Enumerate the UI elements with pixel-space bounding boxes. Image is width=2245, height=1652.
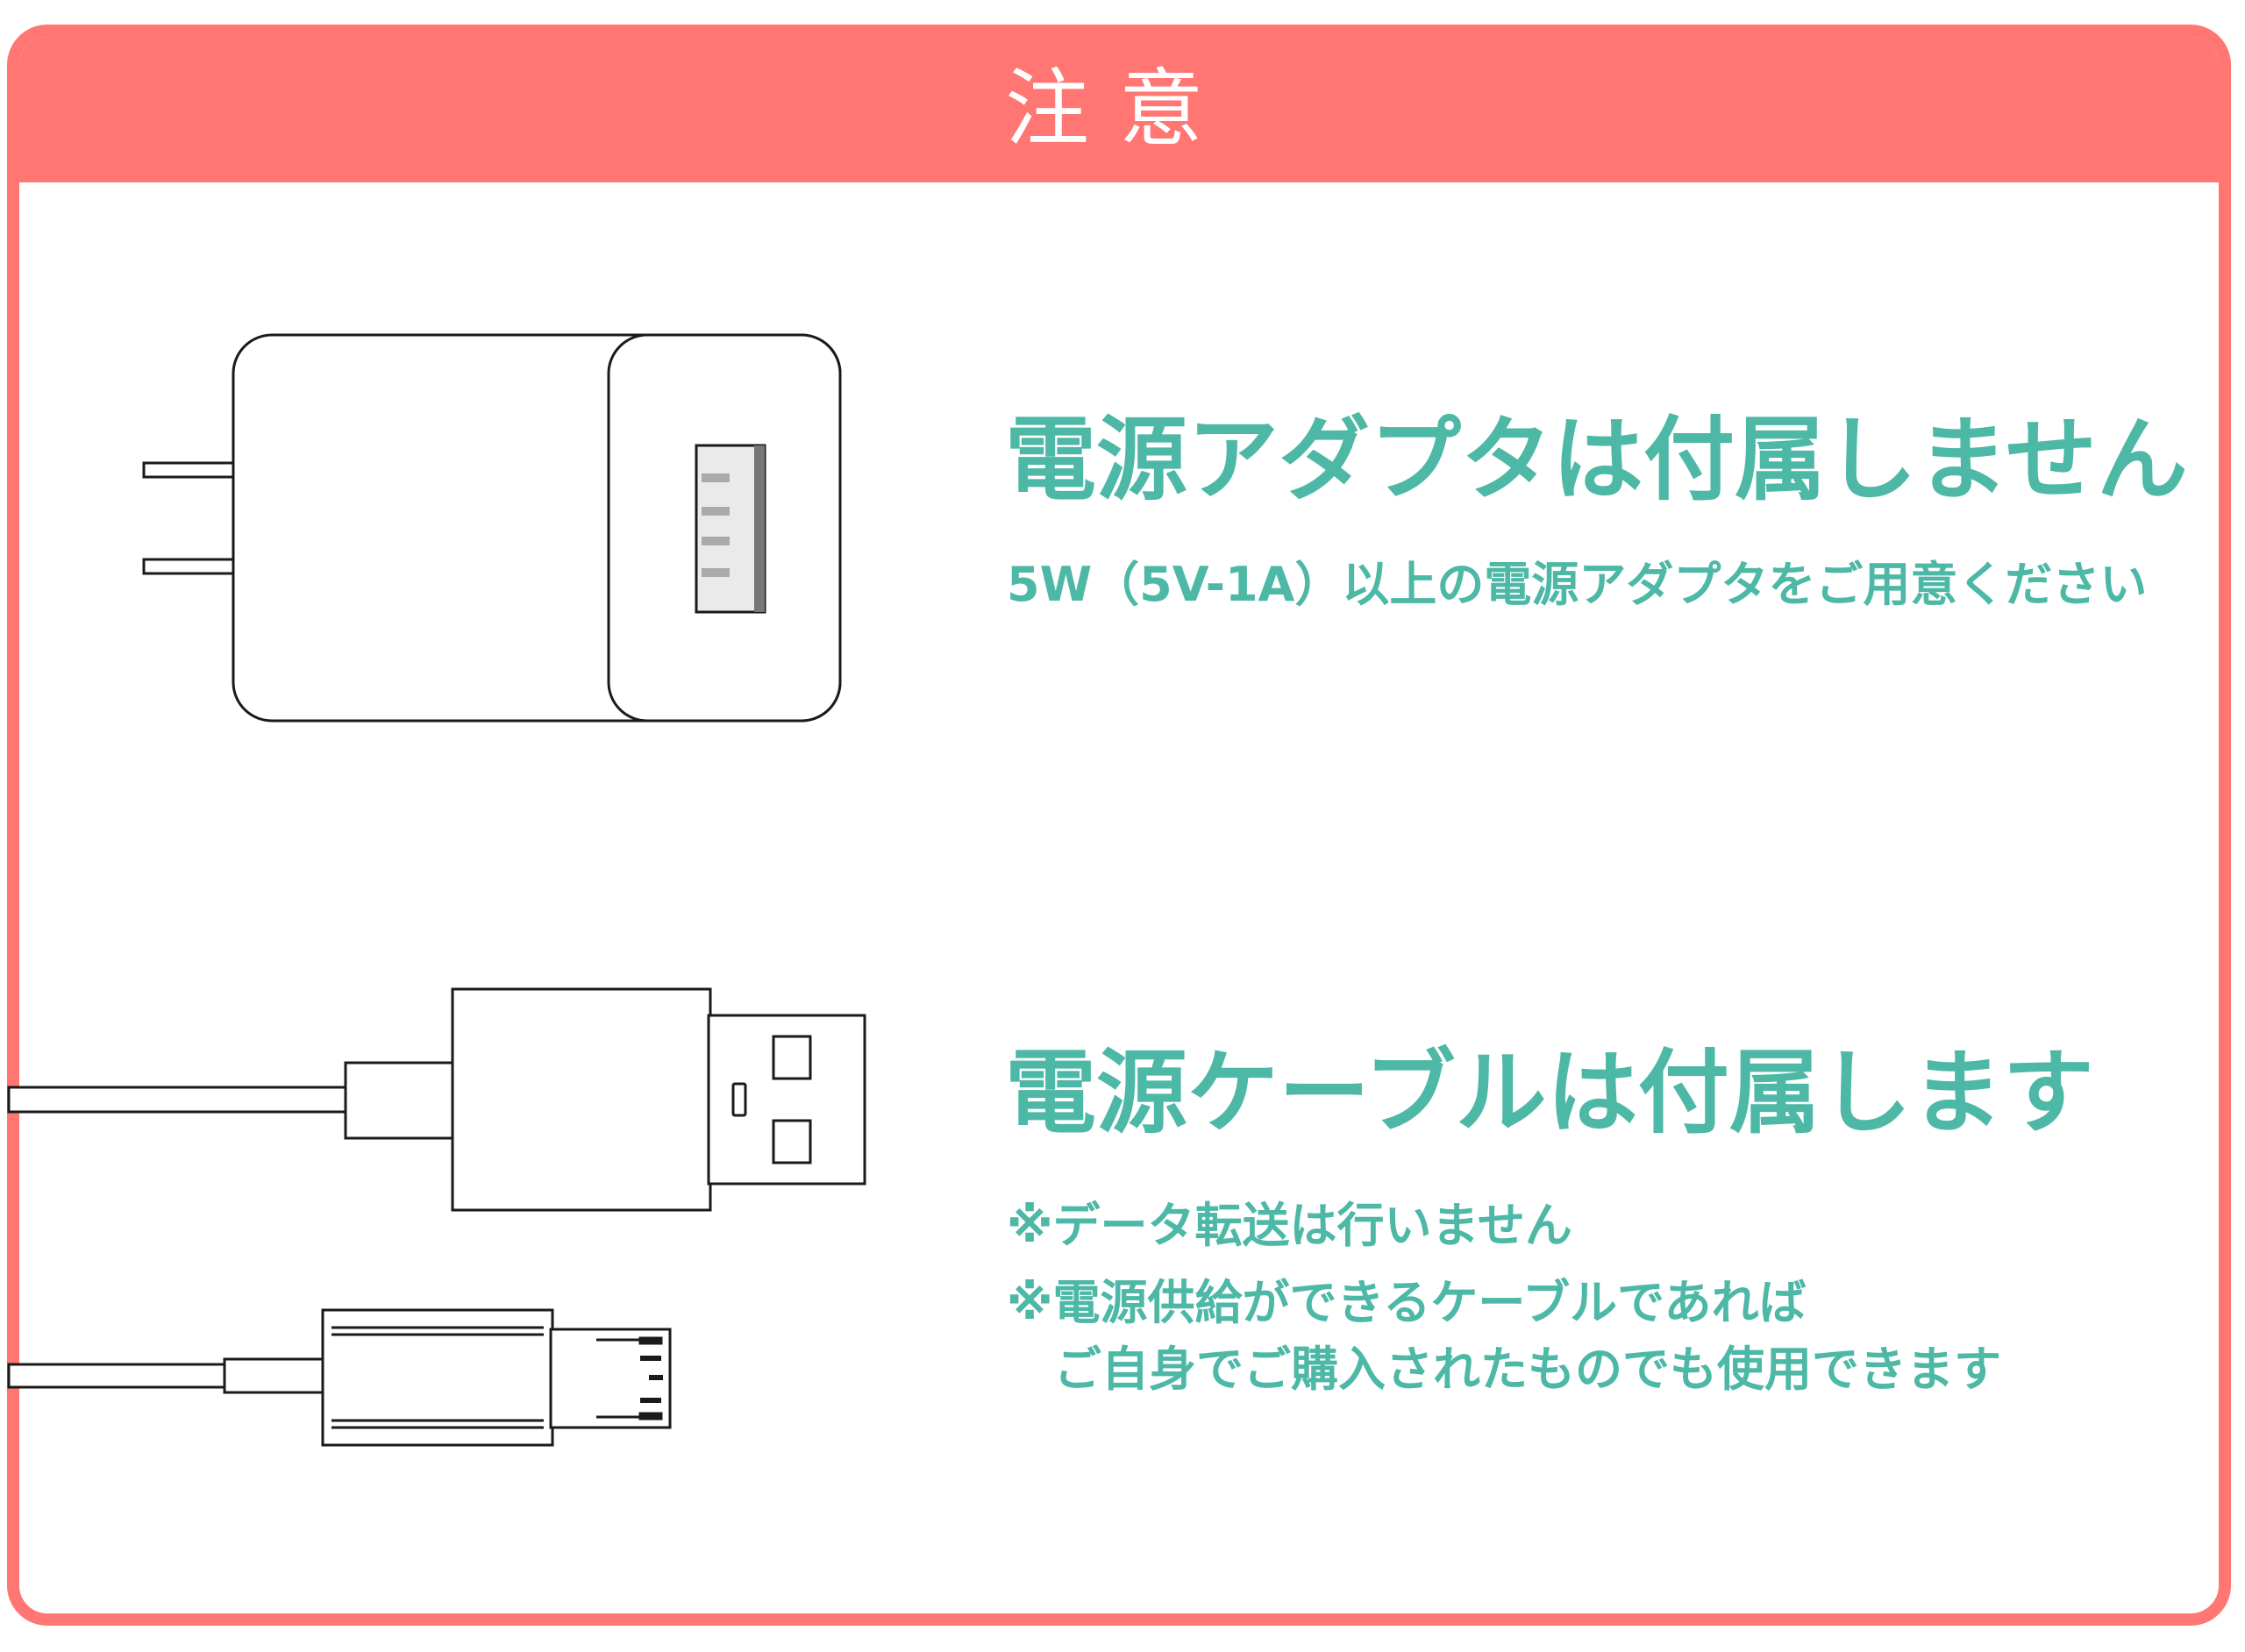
adapter-heading-emphasis: 付属しません <box>1643 406 2188 517</box>
cable-note-3: ご自身でご購入されたものでも使用できます <box>1007 1342 2001 1397</box>
adapter-heading-pre: 電源アダプタは <box>1005 406 1644 513</box>
cable-heading-pre: 電源ケーブルは <box>1005 1039 1638 1146</box>
cable-note-2: ※電源供給ができるケーブルであれば <box>1007 1275 1807 1330</box>
adapter-heading: 電源アダプタは付属しません <box>1005 406 2188 517</box>
cable-heading-emphasis: 付属します <box>1637 1039 2094 1150</box>
cable-note-1: ※データ転送は行いません <box>1007 1198 1572 1253</box>
adapter-requirement-text: 5W（5V-1A）以上の電源アダプタをご用意ください <box>1007 557 2148 612</box>
notice-header: 注意 <box>19 37 2219 182</box>
cable-heading: 電源ケーブルは付属します <box>1005 1039 2094 1150</box>
notice-title: 注意 <box>1005 60 1233 158</box>
